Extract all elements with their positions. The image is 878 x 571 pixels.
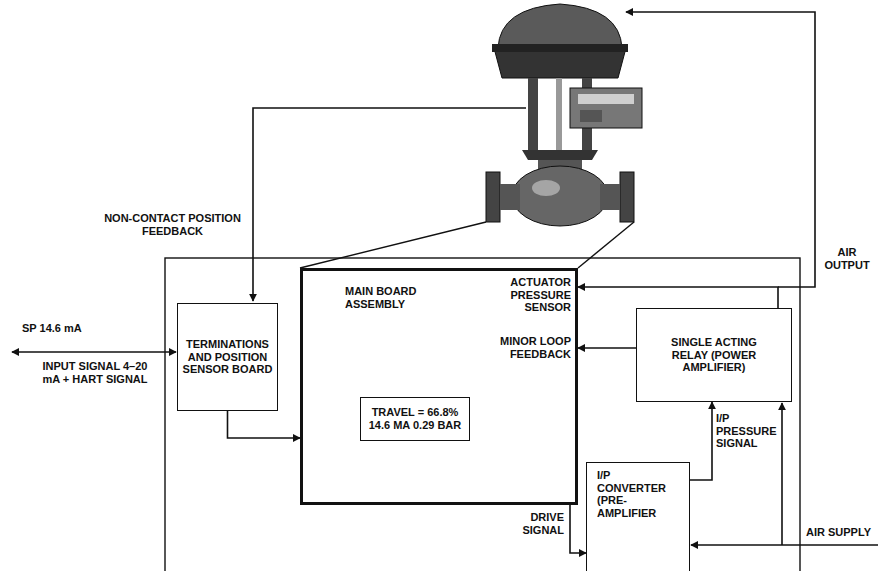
node-text: 14.6 MA 0.29 BAR <box>369 419 462 432</box>
feedback-label: NON-CONTACT POSITION FEEDBACK <box>100 212 245 237</box>
relay-box: SINGLE ACTING RELAY (POWER AMPLIFIER) <box>636 308 792 402</box>
air-output-label: AIR OUTPUT <box>820 246 874 271</box>
signal-connector <box>228 411 301 438</box>
air-supply-branch <box>781 403 783 545</box>
signal-connector <box>690 402 712 480</box>
node-title: SINGLE ACTING RELAY (POWER AMPLIFIER) <box>668 336 760 374</box>
zoom-line <box>300 222 486 268</box>
air-output-line <box>626 12 815 287</box>
air-supply-label: AIR SUPPLY <box>806 526 876 539</box>
setpoint-label: SP 14.6 mA <box>22 322 132 335</box>
air-supply-line <box>691 544 878 546</box>
control-valve-illustration <box>486 4 642 226</box>
display-box: TRAVEL = 66.8%14.6 MA 0.29 BAR <box>360 397 470 441</box>
signal-label: DRIVE SIGNAL <box>508 511 564 536</box>
node-title: TERMINATIONS AND POSITION SENSOR BOARD <box>182 338 274 376</box>
positioner-housing <box>165 258 800 571</box>
node-title: I/P CONVERTER (PRE- AMPLIFIER <box>597 469 675 520</box>
main-board-box: MAIN BOARD ASSEMBLY ACTUATOR PRESSURE SEN… <box>300 268 578 505</box>
sensor-board-box: TERMINATIONS AND POSITION SENSOR BOARD <box>177 303 278 411</box>
node-text: MINOR LOOP FEEDBACK <box>479 335 571 360</box>
signal-connector <box>578 347 636 349</box>
node-text: ACTUATOR PRESSURE SENSOR <box>487 276 571 314</box>
input-signal-label: INPUT SIGNAL 4–20 mA + HART SIGNAL <box>36 360 154 385</box>
zoom-line <box>578 222 634 268</box>
signal-connector <box>570 505 586 553</box>
input-signal-arrow <box>12 351 176 353</box>
node-title: MAIN BOARD ASSEMBLY <box>345 285 455 310</box>
signal-label: I/P PRESSURE SIGNAL <box>716 412 780 450</box>
node-title: TRAVEL = 66.8% <box>372 406 459 419</box>
converter-box: I/P CONVERTER (PRE- AMPLIFIER <box>586 462 690 571</box>
signal-connector <box>578 287 778 308</box>
